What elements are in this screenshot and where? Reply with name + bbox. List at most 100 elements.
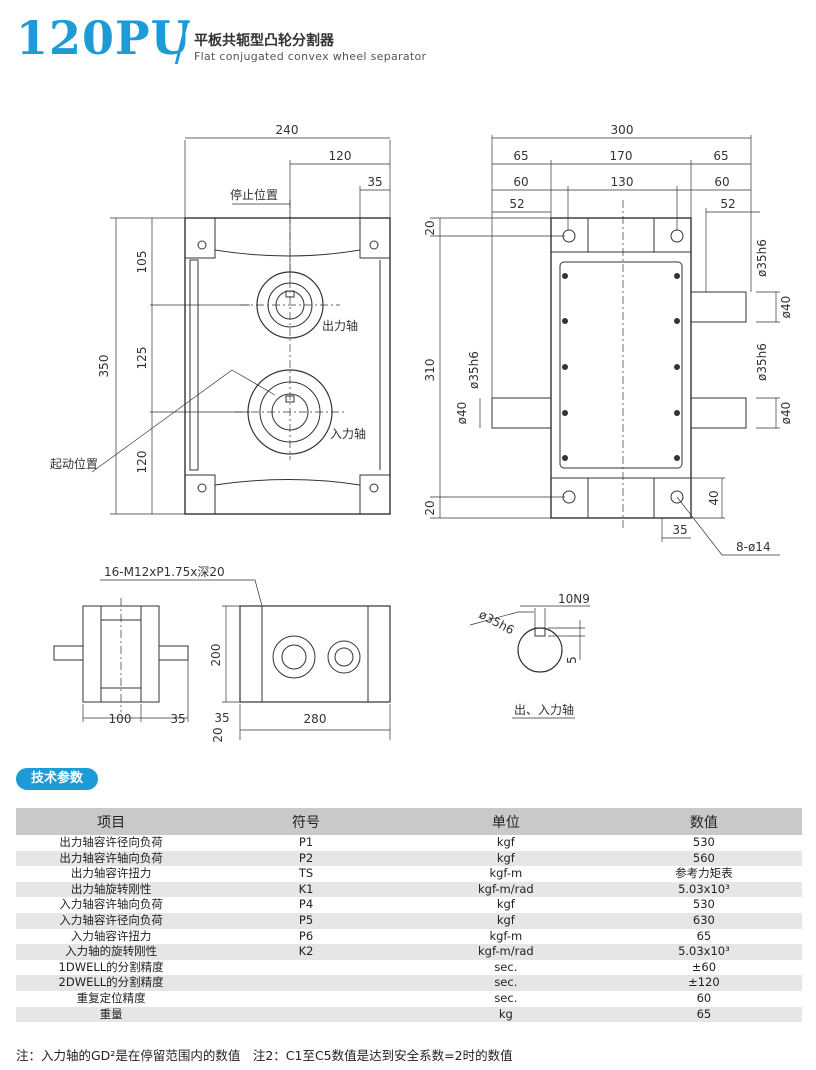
dim-35-bottom: 35 xyxy=(672,523,687,537)
dim-125: 125 xyxy=(135,347,149,370)
dim-310: 310 xyxy=(423,359,437,382)
dim-200: 200 xyxy=(209,644,223,667)
cell-value: ±120 xyxy=(605,975,802,991)
label-thread-note: 16-M12xP1.75x深20 xyxy=(104,565,225,579)
cell-unit: sec. xyxy=(405,990,606,1007)
cell-value: 530 xyxy=(605,897,802,913)
cell-unit: kg xyxy=(405,1006,606,1023)
label-input-shaft: 入力轴 xyxy=(330,426,366,441)
dim-20-top: 20 xyxy=(423,220,437,235)
cell-unit: kgf xyxy=(405,850,606,867)
cell-item: 出力轴容许径向负荷 xyxy=(16,835,207,851)
table-row: 1DWELL的分割精度 sec.±60 xyxy=(16,959,802,976)
dim-300: 300 xyxy=(611,123,634,137)
cell-item: 重量 xyxy=(16,1006,207,1023)
cell-item: 入力轴容许扭力 xyxy=(16,928,207,945)
cell-unit: kgf-m xyxy=(405,928,606,945)
dim-phi40-right-top: ø40 xyxy=(779,296,793,319)
dim-20-bm: 20 xyxy=(211,727,225,742)
cell-unit: kgf-m/rad xyxy=(405,944,606,960)
dim-170: 170 xyxy=(610,149,633,163)
label-start-position: 起动位置 xyxy=(50,456,98,471)
label-output-shaft: 出力轴 xyxy=(322,318,358,333)
dim-phi35h6-left: ø35h6 xyxy=(467,351,481,389)
shaft-detail xyxy=(469,605,590,719)
cell-value: ±60 xyxy=(605,959,802,976)
col-symbol: 符号 xyxy=(206,808,406,835)
dim-65-right: 65 xyxy=(713,149,728,163)
cell-symbol: P6 xyxy=(206,928,406,945)
cell-unit: kgf-m xyxy=(405,866,606,882)
label-stop-position: 停止位置 xyxy=(230,187,278,202)
dim-phi40-left: ø40 xyxy=(455,402,469,425)
cell-item: 重复定位精度 xyxy=(16,990,207,1007)
cell-symbol: P4 xyxy=(206,897,406,913)
cell-symbol: TS xyxy=(206,866,406,882)
cell-value: 60 xyxy=(605,990,802,1007)
dim-120-top: 120 xyxy=(329,149,352,163)
dim-52-right: 52 xyxy=(720,197,735,211)
cell-symbol: P5 xyxy=(206,912,406,929)
col-unit: 单位 xyxy=(405,808,606,835)
cell-unit: sec. xyxy=(405,975,606,991)
table-row: 重复定位精度 sec.60 xyxy=(16,990,802,1007)
dim-35-top: 35 xyxy=(367,175,382,189)
cell-item: 入力轴容许径向负荷 xyxy=(16,912,207,929)
dim-20-bottom: 20 xyxy=(423,500,437,515)
cell-value: 530 xyxy=(605,835,802,851)
cell-symbol xyxy=(206,975,406,991)
cell-unit: kgf xyxy=(405,897,606,913)
technical-drawing: 240 120 35 停止位置 起动位置 出力轴 入力轴 350 105 125… xyxy=(50,123,793,743)
cell-symbol: K2 xyxy=(206,944,406,960)
dim-60-right: 60 xyxy=(714,175,729,189)
dim-35-bl: 35 xyxy=(170,712,185,726)
cell-unit: kgf xyxy=(405,835,606,851)
dim-key-depth: 5 xyxy=(565,656,579,664)
dim-60-left: 60 xyxy=(513,175,528,189)
dim-240: 240 xyxy=(276,123,299,137)
col-value: 数值 xyxy=(605,808,802,835)
cell-symbol: K1 xyxy=(206,881,406,898)
cell-item: 入力轴容许轴向负荷 xyxy=(16,897,207,913)
cell-unit: kgf-m/rad xyxy=(405,881,606,898)
dim-130: 130 xyxy=(611,175,634,189)
bottom-middle-view xyxy=(222,605,391,740)
dim-105: 105 xyxy=(135,251,149,274)
cell-symbol: P1 xyxy=(206,835,406,851)
cell-symbol: P2 xyxy=(206,850,406,867)
cell-value: 630 xyxy=(605,912,802,929)
dim-280: 280 xyxy=(304,712,327,726)
label-holes: 8-ø14 xyxy=(736,540,771,554)
cell-item: 出力轴容许扭力 xyxy=(16,866,207,882)
cell-item: 出力轴旋转刚性 xyxy=(16,881,207,898)
dim-phi40-right-bottom: ø40 xyxy=(779,402,793,425)
cell-value: 65 xyxy=(605,928,802,945)
section-badge: 技术参数 xyxy=(16,768,98,790)
dim-120-left: 120 xyxy=(135,451,149,474)
cell-item: 1DWELL的分割精度 xyxy=(16,959,207,976)
cell-value: 参考力矩表 xyxy=(605,866,802,882)
table-header-row: 项目 符号 单位 数值 xyxy=(16,808,802,835)
dim-100: 100 xyxy=(109,712,132,726)
cell-item: 出力轴容许轴向负荷 xyxy=(16,850,207,867)
cell-symbol xyxy=(206,959,406,976)
dim-40-right: 40 xyxy=(707,490,721,505)
title-english: Flat conjugated convex wheel separator xyxy=(194,50,427,63)
cell-item: 入力轴的旋转刚性 xyxy=(16,944,207,960)
side-view xyxy=(430,135,780,556)
cell-unit: sec. xyxy=(405,959,606,976)
footnote: 注：入力轴的GD²是在停留范围内的数值 注2：C1至C5数值是达到安全系数=2时… xyxy=(16,1048,513,1063)
cell-value: 65 xyxy=(605,1006,802,1023)
label-shaft-caption: 出、入力轴 xyxy=(514,702,574,717)
label-shaft-diameter: ø35h6 xyxy=(477,607,517,637)
bottom-left-view xyxy=(53,598,189,722)
